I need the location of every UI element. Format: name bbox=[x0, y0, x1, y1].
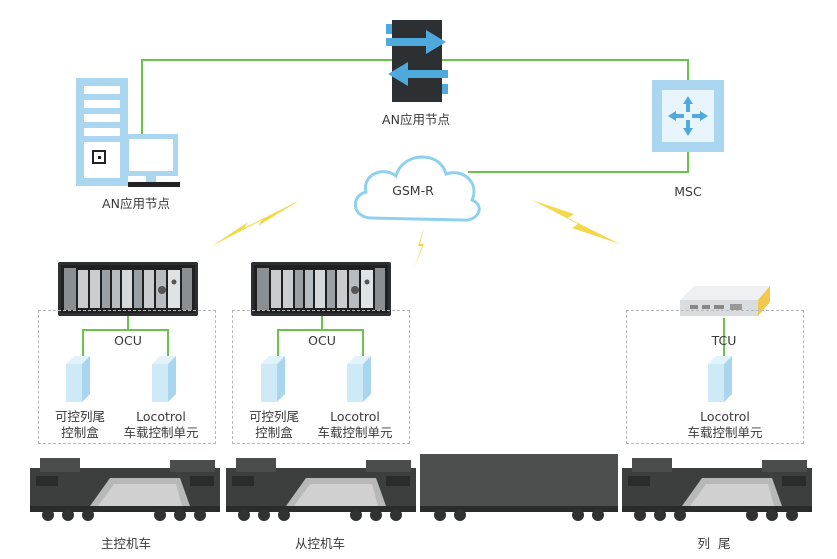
link-switch-msc bbox=[442, 59, 689, 80]
control-box-label: 控制盒 bbox=[61, 425, 99, 440]
rack-icon bbox=[251, 262, 391, 316]
link-server-switch bbox=[141, 59, 392, 140]
cloud-icon bbox=[354, 155, 481, 222]
rack-icon bbox=[58, 262, 198, 316]
msc-label: MSC bbox=[674, 184, 702, 199]
link-ocu-mid bbox=[277, 308, 364, 356]
cloud-label: GSM-R bbox=[392, 183, 434, 198]
an-server-label: AN应用节点 bbox=[102, 196, 170, 211]
monitor-icon bbox=[124, 134, 180, 187]
tcu-device-icon bbox=[680, 286, 770, 316]
main-loco-caption: 主控机车 bbox=[100, 536, 151, 551]
ocu-label: OCU bbox=[114, 333, 142, 348]
locomotive-icon bbox=[30, 458, 220, 521]
locomotive-icon bbox=[622, 458, 812, 521]
locotrol-unit-label: Locotrol bbox=[330, 409, 380, 424]
msc-icon bbox=[652, 80, 724, 152]
group-box-train-tail bbox=[626, 310, 804, 444]
group-box-slave-loco bbox=[232, 310, 410, 444]
locotrol-unit-label: Locotrol bbox=[136, 409, 186, 424]
group-box-main-loco bbox=[38, 310, 216, 444]
locomotive-icon bbox=[226, 458, 416, 521]
train-tail-caption: 列 尾 bbox=[697, 536, 731, 551]
lightning-icon bbox=[212, 200, 620, 268]
control-box-label: 控制盒 bbox=[255, 425, 293, 440]
server-icon bbox=[76, 78, 128, 186]
control-box-label: 可控列尾 bbox=[248, 409, 299, 424]
switch-icon bbox=[386, 20, 448, 102]
link-cloud-msc bbox=[468, 152, 689, 173]
control-box-label: 可控列尾 bbox=[54, 409, 105, 424]
locotrol-unit-label: Locotrol bbox=[700, 409, 750, 424]
slave-loco-caption: 从控机车 bbox=[294, 536, 345, 551]
locotrol-unit-label: 车载控制单元 bbox=[687, 425, 763, 440]
wagon-icon bbox=[420, 454, 618, 521]
locotrol-unit-label: 车载控制单元 bbox=[123, 425, 199, 440]
network-links bbox=[82, 59, 725, 360]
tcu-label: TCU bbox=[711, 333, 737, 348]
ocu-label: OCU bbox=[308, 333, 336, 348]
link-ocu-left bbox=[82, 308, 169, 356]
an-switch-label: AN应用节点 bbox=[382, 112, 450, 127]
locotrol-unit-label: 车载控制单元 bbox=[317, 425, 393, 440]
